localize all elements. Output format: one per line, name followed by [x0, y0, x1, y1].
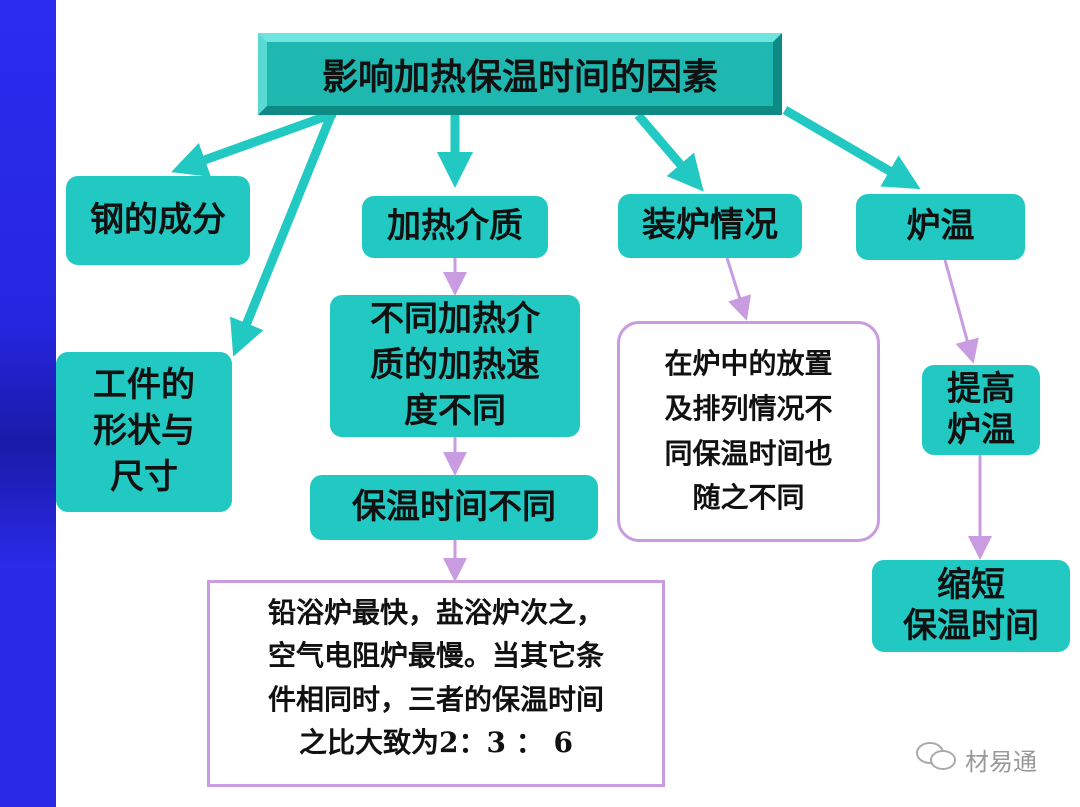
line: 不同加热介	[370, 299, 540, 340]
node-heating-medium: 加热介质	[362, 196, 548, 258]
line: 同保温时间也	[664, 436, 833, 470]
wechat-icon	[915, 740, 959, 778]
node-workpiece: 工件的 形状与 尺寸	[56, 352, 232, 512]
node-furnace-temp: 炉温	[856, 194, 1025, 260]
arrow-to-temp	[782, 106, 921, 190]
line: 质的加热速	[370, 345, 540, 386]
line: 之比大致为2：3 ： 6	[299, 726, 573, 760]
arrow-loading-note	[725, 257, 752, 321]
line: 度不同	[404, 390, 506, 431]
arrow-to-loading	[634, 112, 704, 192]
arrow-to-composition	[171, 108, 337, 177]
arrow-temp-raise	[943, 259, 979, 364]
line: 缩短	[937, 565, 1005, 606]
node-shorten-hold: 缩短 保温时间	[872, 560, 1070, 652]
medium-note: 铅浴炉最快，盐浴炉次之， 空气电阻炉最慢。当其它条 件相同时，三者的保温时间 之…	[207, 580, 665, 787]
line: 保温时间	[903, 606, 1039, 646]
line: 铅浴炉最快，盐浴炉次之，	[267, 596, 604, 629]
node-hold-time-differs: 保温时间不同	[310, 475, 598, 540]
node-raise-temp: 提高 炉温	[922, 365, 1040, 455]
line: 随之不同	[692, 481, 805, 515]
line: 尺寸	[110, 456, 178, 497]
watermark-text: 材易通	[965, 747, 1037, 776]
arrow-to-workpiece	[230, 111, 337, 357]
loading-note: 在炉中的放置 及排列情况不 同保温时间也 随之不同	[617, 321, 880, 542]
line: 件相同时，三者的保温时间	[267, 682, 604, 716]
watermark: 材易通	[915, 740, 1037, 778]
node-furnace-loading: 装炉情况	[618, 194, 802, 258]
line: 空气电阻炉最慢。当其它条	[267, 639, 604, 673]
diagram-title: 影响加热保温时间的因素	[258, 33, 782, 115]
sidebar-bar	[0, 0, 56, 807]
line: 工件的	[93, 365, 195, 406]
line: 形状与	[93, 411, 195, 452]
line: 及排列情况不	[664, 391, 833, 425]
node-steel-composition: 钢的成分	[66, 176, 250, 265]
node-heating-speed: 不同加热介 质的加热速 度不同	[330, 295, 580, 437]
line: 在炉中的放置	[664, 346, 833, 380]
line: 提高	[947, 369, 1015, 410]
line: 炉温	[947, 410, 1015, 450]
